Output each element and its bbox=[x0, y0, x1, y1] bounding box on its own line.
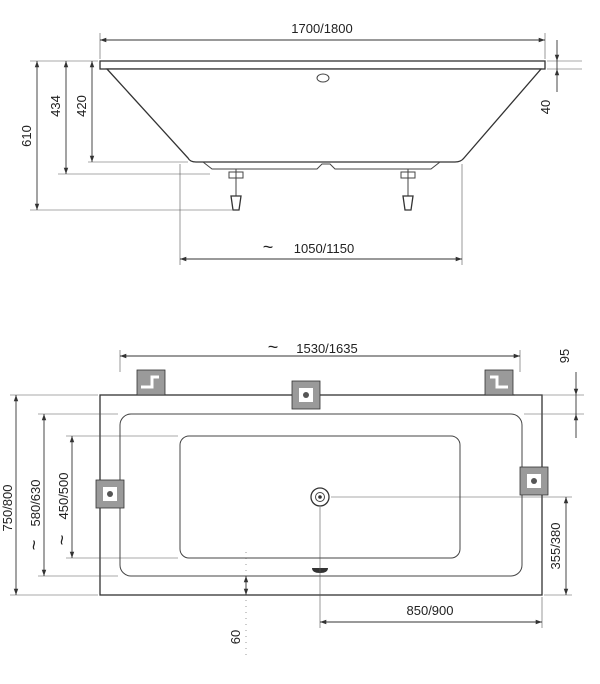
base-length-label: 1050/1150 bbox=[294, 241, 355, 256]
approx-symbol-inner: ~ bbox=[24, 540, 44, 551]
bracket-top-middle bbox=[291, 380, 321, 410]
length-label: 1700/1800 bbox=[291, 21, 352, 36]
approx-symbol: ~ bbox=[263, 237, 274, 257]
total-height-label: 610 bbox=[19, 125, 34, 147]
bracket-offset-label: 95 bbox=[557, 349, 572, 363]
inner-width-label: 580/630 bbox=[28, 480, 43, 527]
bracket-top-left bbox=[136, 369, 166, 396]
leg-left bbox=[228, 169, 244, 211]
overflow-hole bbox=[316, 73, 330, 83]
basin-width-label: 450/500 bbox=[56, 473, 71, 520]
bracket-top-right bbox=[484, 369, 514, 396]
approx-symbol-top: ~ bbox=[268, 337, 279, 357]
rim-label: 40 bbox=[538, 100, 553, 114]
width-label: 750/800 bbox=[0, 485, 15, 532]
base-frame bbox=[202, 161, 441, 170]
side-view: 1700/1800 610 434 420 40 ~ 1050/1150 bbox=[19, 21, 582, 265]
leg-spacing-label: 1530/1635 bbox=[296, 341, 357, 356]
leg-right bbox=[400, 169, 416, 211]
approx-symbol-basin: ~ bbox=[52, 535, 72, 546]
top-view: ~ 1530/1635 95 750/800 580/630 ~ 450/500… bbox=[0, 337, 584, 660]
tub-rim bbox=[99, 60, 546, 70]
drain-offset-y-label: 355/380 bbox=[548, 523, 563, 570]
tub-body bbox=[105, 68, 543, 163]
bottom-offset-label: 60 bbox=[228, 630, 243, 644]
height-b-label: 420 bbox=[74, 95, 89, 117]
drain-offset-x-label: 850/900 bbox=[407, 603, 454, 618]
bracket-left bbox=[95, 479, 125, 509]
height-a-label: 434 bbox=[48, 95, 63, 117]
drain bbox=[310, 487, 330, 507]
bracket-right bbox=[519, 466, 549, 496]
